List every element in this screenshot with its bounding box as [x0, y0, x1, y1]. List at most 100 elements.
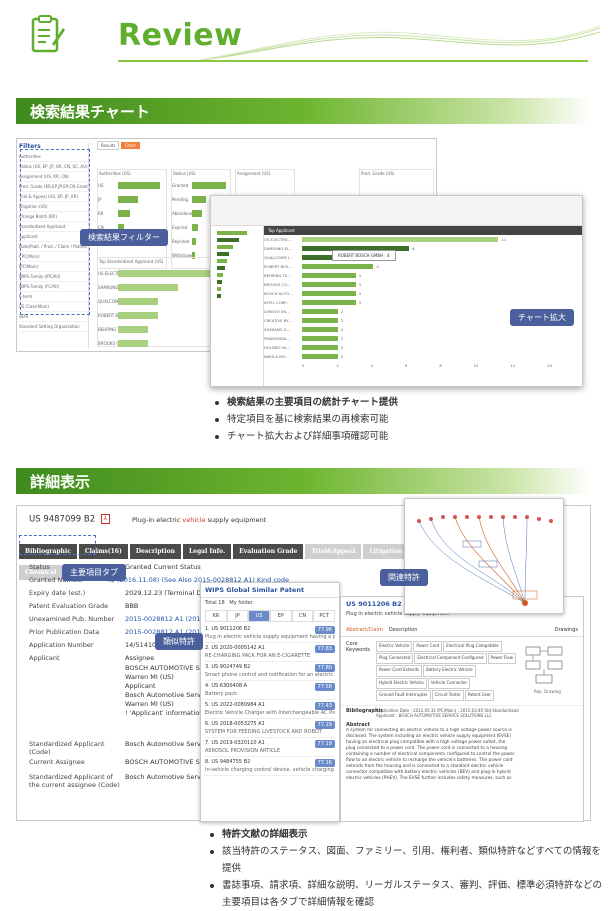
filter-item[interactable]: F-term: [19, 292, 88, 302]
filter-item[interactable]: Assignment (US, KR, CN): [19, 172, 88, 182]
chart-bar-row[interactable]: Granted: [172, 179, 230, 191]
chart-bar-row[interactable]: HOLDER HA...2: [264, 343, 582, 352]
filter-item[interactable]: CPC(Main): [19, 252, 88, 262]
chart-bar-row[interactable]: BEHRING TE...: [98, 323, 256, 335]
similar-item-number[interactable]: 6. US 2018-0053275 A1: [205, 721, 265, 727]
chart-bar-row[interactable]: JP: [98, 193, 166, 205]
tab-results[interactable]: Results: [97, 141, 120, 150]
filter-item[interactable]: Date(Publ. / Prod. / Claim / Patent): [19, 242, 88, 252]
similar-tab-cn[interactable]: CN: [291, 610, 314, 622]
similar-tab-pct[interactable]: PCT: [313, 610, 336, 622]
chart-bar-row[interactable]: BOSCH AUTO...3: [264, 289, 582, 298]
filter-item[interactable]: Prod. Grade (KR,EP,JP,EP,CN Granted): [19, 182, 88, 192]
keyword-chip[interactable]: Electrical Component Configured: [414, 653, 487, 665]
tab-legal-info-[interactable]: Legal Info.: [182, 544, 232, 559]
tab-chart[interactable]: Chart: [120, 142, 140, 149]
keyword-chip[interactable]: Battery Electric Vehicle: [423, 665, 476, 677]
similar-item-number[interactable]: 5. US 2022-0080984 A1: [205, 702, 265, 708]
keyword-chip[interactable]: Electrical Plug Compatible: [443, 641, 502, 653]
filter-item[interactable]: Standardized Applicant: [19, 222, 88, 232]
chart-bar-row[interactable]: BEHRING TE...3: [264, 271, 582, 280]
filter-item[interactable]: Authorities: [19, 152, 88, 162]
chart-bar-row[interactable]: CN: [98, 221, 166, 233]
chart-bar-row[interactable]: ROBERT BOS...: [98, 309, 256, 321]
tab-trial-appeal[interactable]: Trial&Appeal: [305, 544, 362, 559]
keyword-chip[interactable]: Vehicle Connector: [427, 677, 471, 689]
filter-item[interactable]: Applicant: [19, 232, 88, 242]
chart-bar-row[interactable]: CREATIVE BY...2: [264, 316, 582, 325]
chart-bar-row[interactable]: Expired: [172, 221, 230, 233]
chart-bar-row[interactable]: US ELECTRIC...11: [264, 235, 582, 244]
chart-bar-row[interactable]: ROBERT BOS...4: [264, 262, 582, 271]
chart-bar-row[interactable]: SAMSUNG EL...6: [264, 244, 582, 253]
keyword-chip[interactable]: Power Cord: [413, 641, 443, 653]
chart-bar-row[interactable]: QUALCOMM I...: [98, 295, 256, 307]
row-value[interactable]: 2015-0028812 A1 (2015.01.29): [125, 627, 228, 636]
chart-bar-row[interactable]: Withdrawn: [172, 249, 230, 261]
tab-description[interactable]: Description: [129, 544, 181, 559]
row-value[interactable]: 2015-0028812 A1 (2015.01.29): [125, 614, 228, 623]
pdf-icon[interactable]: ⅄: [100, 514, 110, 524]
tab-evaluation-grade[interactable]: Evaluation Grade: [233, 544, 304, 559]
keyword-chip[interactable]: Circuit Tester: [431, 689, 464, 701]
tab-claims-[interactable]: Claims(16): [78, 544, 128, 559]
similar-item-number[interactable]: 1. US 9011206 B2: [205, 626, 251, 632]
chart-bar-row[interactable]: INTEL CORP...3: [264, 298, 582, 307]
similar-tab-jp[interactable]: JP: [226, 610, 249, 622]
tab-abstract-claim[interactable]: Abstract/Claim: [346, 627, 383, 633]
similar-item-number[interactable]: 4. US 6300408 A: [205, 683, 248, 689]
similar-item-number[interactable]: 3. US 9024749 B2: [205, 664, 251, 670]
filter-item[interactable]: Change Batch (KR): [19, 212, 88, 222]
keyword-chip[interactable]: Patent User: [464, 689, 494, 701]
chart-bar-row[interactable]: SAMSUNG EL...: [98, 281, 256, 293]
keyword-chip[interactable]: Plug Connected: [376, 653, 414, 665]
keyword-chip[interactable]: Power Cord Extends: [376, 665, 423, 677]
row-value[interactable]: ..2 (2016.11.08) (See Also 2015-0028812 …: [106, 575, 289, 584]
chart-bar-row[interactable]: LENOVO EN...2: [264, 307, 582, 316]
filter-item[interactable]: IPC(Main): [19, 262, 88, 272]
filter-item[interactable]: Standard Setting Organization: [19, 322, 88, 332]
filter-item[interactable]: Status (US, EP, JP, KR, CN, SC, AU): [19, 162, 88, 172]
chart-bar-row[interactable]: BROOKS CO...: [98, 337, 256, 349]
similar-item-number[interactable]: 8. US 9484755 B2: [205, 759, 251, 765]
chart-bar-row[interactable]: KR: [98, 207, 166, 219]
chart-bar-row[interactable]: BROOKS CO...3: [264, 280, 582, 289]
similar-item-number[interactable]: 2. US 2020-0005142 A1: [205, 645, 265, 651]
tab-litigation[interactable]: Litigation: [363, 544, 409, 559]
chart-bar-row[interactable]: ZHEJIANG G...2: [264, 325, 582, 334]
tab-chemical[interactable]: Chemical: [19, 565, 63, 580]
similar-tab-us[interactable]: US: [248, 610, 271, 622]
keyword-chip[interactable]: Power Flow: [487, 653, 516, 665]
my-folder-link[interactable]: My folder: [229, 600, 253, 606]
filter-item[interactable]: SEPs: [19, 312, 88, 322]
keyword-chip[interactable]: Hybrid Electric Vehicle: [376, 677, 427, 689]
filter-item[interactable]: US Class(Main): [19, 302, 88, 312]
filter-item[interactable]: WIPS Family (IPC/All): [19, 272, 88, 282]
filter-item[interactable]: Litigation (US): [19, 202, 88, 212]
chart-bar-row[interactable]: Pending: [172, 193, 230, 205]
tab-description[interactable]: Description: [388, 627, 418, 633]
tab-bibliographic[interactable]: Bibliographic: [19, 544, 77, 559]
chart-bar-row[interactable]: QUALCOMM I...4: [264, 253, 582, 262]
filter-item[interactable]: WIPS Family (FC/All): [19, 282, 88, 292]
similar-tab-ep[interactable]: EP: [270, 610, 292, 622]
keyword-chip[interactable]: Electric Vehicle: [376, 641, 413, 653]
chart-bar-row[interactable]: US ELECTRIC...: [98, 267, 256, 279]
similar-item-number[interactable]: 7. US 2019-0320110 A1: [205, 740, 265, 746]
chart-bar-row[interactable]: FRANZIISKA...2: [264, 334, 582, 343]
similar-tab-kr[interactable]: KR: [205, 610, 227, 622]
filter-item[interactable]: Trial & Appeal (US, EP, JP, KR): [19, 192, 88, 202]
chart-bar-row[interactable]: Rejected: [172, 235, 230, 247]
keyword-chip[interactable]: Ground Fault Interrupter: [376, 689, 431, 701]
chart-bar-row[interactable]: NIKOLA MO...2: [264, 352, 582, 361]
chart-bar-row[interactable]: US: [98, 179, 166, 191]
chart-bar-row[interactable]: Abandoned: [172, 207, 230, 219]
